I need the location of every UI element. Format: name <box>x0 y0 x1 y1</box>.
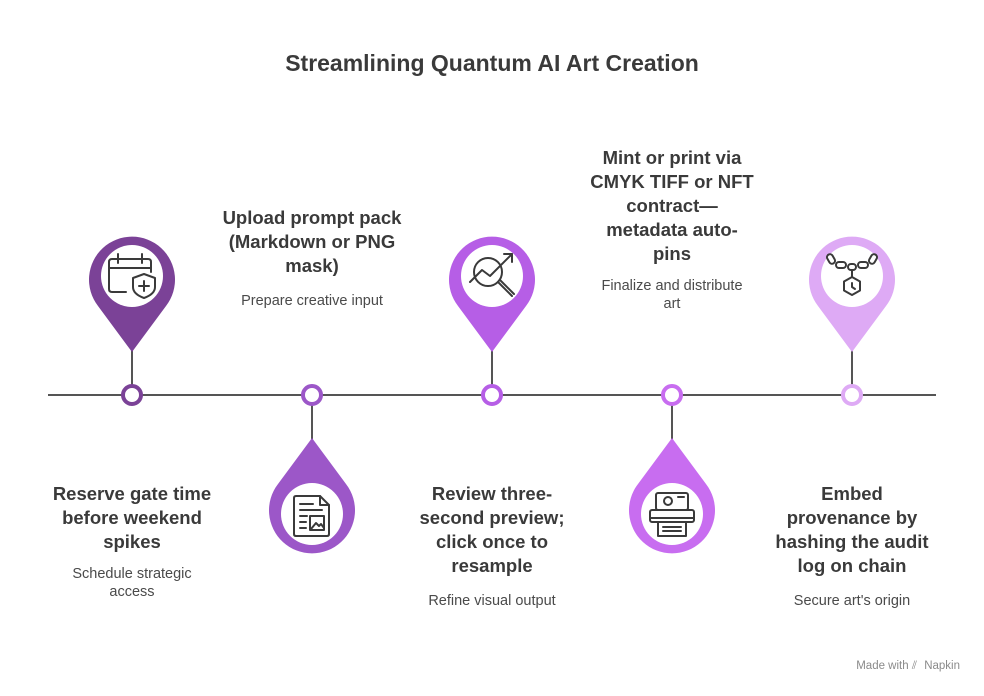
calendar-shield-icon <box>108 253 156 299</box>
step-3-title: Review three-second preview; click once … <box>419 483 565 576</box>
footer-brand: Napkin <box>924 660 960 672</box>
step-4-title: Mint or print via CMYK TIFF or NFT contr… <box>590 147 754 264</box>
diagram-title: Streamlining Quantum AI Art Creation <box>285 50 699 76</box>
step-2-description: Prepare creative input <box>241 293 383 309</box>
napkin-logo-icon: ⫽ <box>911 660 917 672</box>
step-4-marker <box>629 384 715 554</box>
step-5-description: Secure art's origin <box>793 593 911 609</box>
step-2-title: Upload prompt pack (Markdown or PNG mask… <box>222 207 402 276</box>
step-3-description: Refine visual output <box>428 593 556 609</box>
step-1-description: Schedule strategic access <box>72 566 192 600</box>
footer-credit: Made with ⫽ Napkin <box>856 660 960 673</box>
magnify-chart-icon <box>469 253 515 297</box>
step-4-description: Finalize and distribute art <box>601 278 743 312</box>
step-1-title: Reserve gate time before weekend spikes <box>52 483 212 552</box>
chain-hexagon-icon <box>826 253 878 296</box>
step-2-marker <box>269 384 355 554</box>
printer-icon <box>649 492 695 537</box>
step-5-marker <box>809 236 895 406</box>
step-1-marker <box>89 236 175 406</box>
step-5-title: Embed provenance by hashing the audit lo… <box>775 483 929 576</box>
document-image-icon <box>293 495 330 537</box>
step-3-marker <box>449 236 535 406</box>
footer-made-with: Made with <box>856 660 909 672</box>
